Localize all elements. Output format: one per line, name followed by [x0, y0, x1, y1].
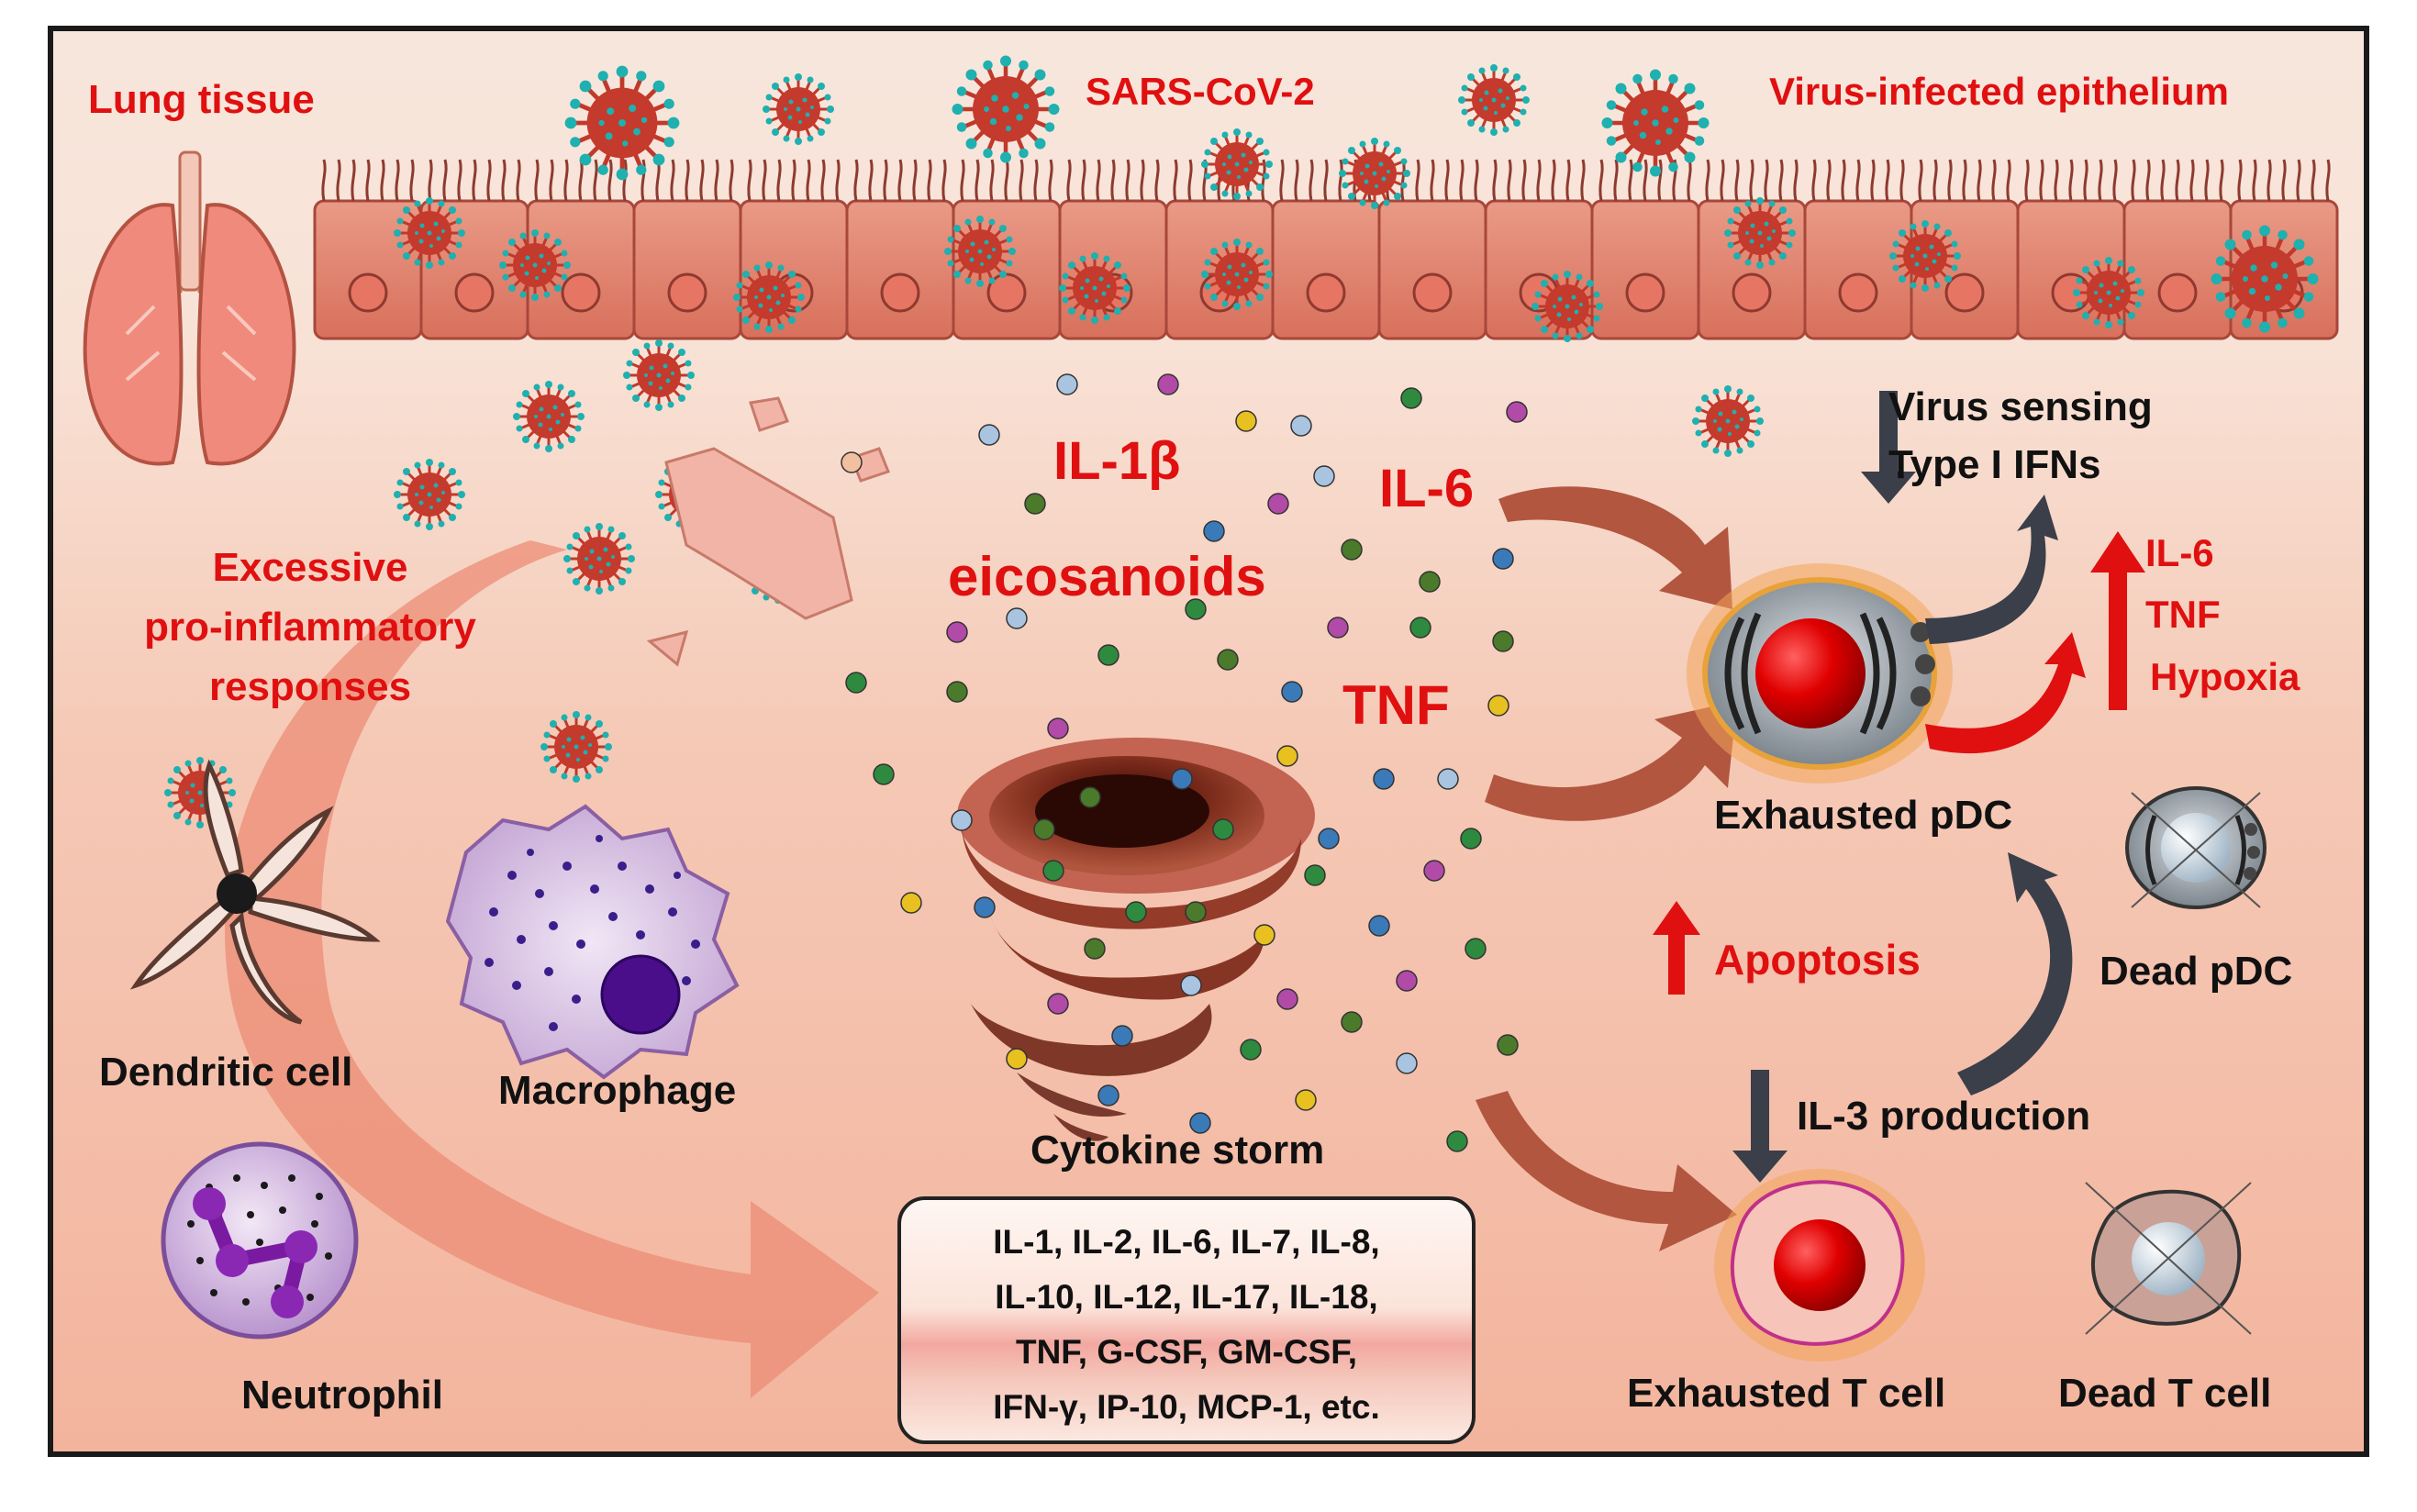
exhausted-pdc-label: Exhausted pDC — [1714, 793, 2013, 838]
cytokine-list-box: IL-1, IL-2, IL-6, IL-7, IL-8, IL-10, IL-… — [897, 1196, 1476, 1444]
neutrophil-label: Neutrophil — [241, 1373, 443, 1418]
hypoxia-curve-arrow — [1925, 632, 2086, 754]
dendritic-cell-label: Dendritic cell — [99, 1050, 353, 1095]
pro-inflammatory-arrow — [225, 540, 879, 1398]
up-arrows — [1653, 531, 2145, 995]
right-il6-label: IL-6 — [2145, 531, 2214, 574]
apoptosis-label: Apoptosis — [1714, 936, 1921, 984]
exhausted-t-cell-label: Exhausted T cell — [1627, 1371, 1946, 1416]
exhausted-pdc-shape — [1687, 563, 1953, 784]
dendritic-cell-shape — [129, 759, 381, 1025]
tnf-label: TNF — [1342, 674, 1450, 736]
cytokine-list-line: IL-10, IL-12, IL-17, IL-18, — [995, 1278, 1378, 1316]
il3-curve-arrow — [1957, 852, 2073, 1095]
dead-pdc-shape — [2125, 786, 2267, 909]
virus-infected-epithelium-label: Virus-infected epithelium — [1769, 70, 2229, 113]
il1b-label: IL-1β — [1053, 431, 1181, 491]
cytokine-particles — [841, 373, 1528, 1152]
excessive-label-line1: Excessive — [212, 545, 408, 590]
macrophage-label: Macrophage — [498, 1068, 737, 1113]
sars-cov-2-label: SARS-CoV-2 — [1086, 70, 1315, 113]
hypoxia-label: Hypoxia — [2150, 655, 2300, 698]
down-arrows — [1732, 391, 1916, 1183]
macrophage-shape — [445, 804, 740, 1080]
dead-t-cell-shape — [2085, 1182, 2252, 1335]
lungs-icon — [83, 150, 296, 466]
type1-ifn-curve-arrow — [1925, 495, 2058, 644]
dead-pdc-label: Dead pDC — [2100, 949, 2293, 994]
cytokine-arrows — [1476, 486, 1737, 1251]
cytokine-list-line: TNF, G-CSF, GM-CSF, — [1015, 1333, 1358, 1371]
dead-t-cell-label: Dead T cell — [2058, 1371, 2272, 1416]
il6-label: IL-6 — [1379, 459, 1475, 518]
il3-production-label: IL-3 production — [1797, 1094, 2091, 1139]
exhausted-t-cell-shape — [1714, 1169, 1925, 1362]
lung-tissue-label: Lung tissue — [88, 77, 315, 122]
virus-sensing-label: Virus sensing — [1888, 384, 2153, 429]
figure-frame: Lung tissue SARS-CoV-2 Virus-infected ep… — [48, 26, 2369, 1457]
cytokine-storm-label: Cytokine storm — [1030, 1128, 1325, 1173]
excessive-label-line3: responses — [208, 664, 412, 709]
type1-ifns-label: Type I IFNs — [1888, 442, 2101, 487]
cell-debris — [646, 396, 890, 667]
cytokine-list-line: IFN-γ, IP-10, MCP-1, etc. — [993, 1388, 1380, 1426]
right-tnf-label: TNF — [2145, 593, 2221, 636]
cytokine-list-line: IL-1, IL-2, IL-6, IL-7, IL-8, — [993, 1223, 1380, 1261]
neutrophil-shape — [161, 1141, 359, 1340]
excessive-label-line2: pro-inflammatory — [144, 605, 476, 650]
eicosanoids-label: eicosanoids — [948, 546, 1266, 607]
